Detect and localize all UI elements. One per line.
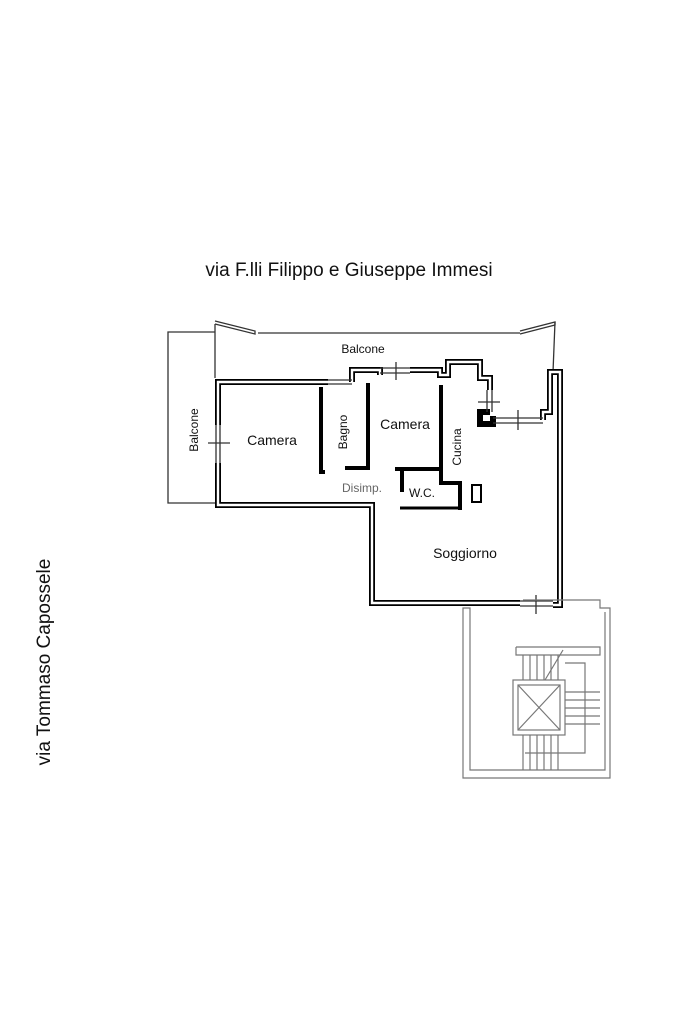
room-label-balcone-left: Balcone — [187, 408, 201, 452]
room-label-balcone-top: Balcone — [341, 342, 385, 356]
street-label-top: via F.lli Filippo e Giuseppe Immesi — [205, 260, 492, 281]
balcony-outlines — [167, 320, 556, 504]
stairwell — [462, 599, 611, 779]
interior-walls — [319, 383, 482, 510]
windows — [208, 362, 553, 614]
room-label-camera-1: Camera — [247, 432, 297, 448]
room-label-camera-2: Camera — [380, 416, 430, 432]
street-label-left: via Tommaso Capossele — [34, 559, 55, 766]
exterior-walls — [215, 359, 563, 608]
room-label-bagno: Bagno — [336, 414, 350, 449]
room-label-disimpegno: Disimp. — [342, 481, 382, 495]
room-label-soggiorno: Soggiorno — [433, 545, 497, 561]
room-label-wc: W.C. — [409, 486, 435, 500]
room-label-cucina: Cucina — [450, 428, 464, 466]
